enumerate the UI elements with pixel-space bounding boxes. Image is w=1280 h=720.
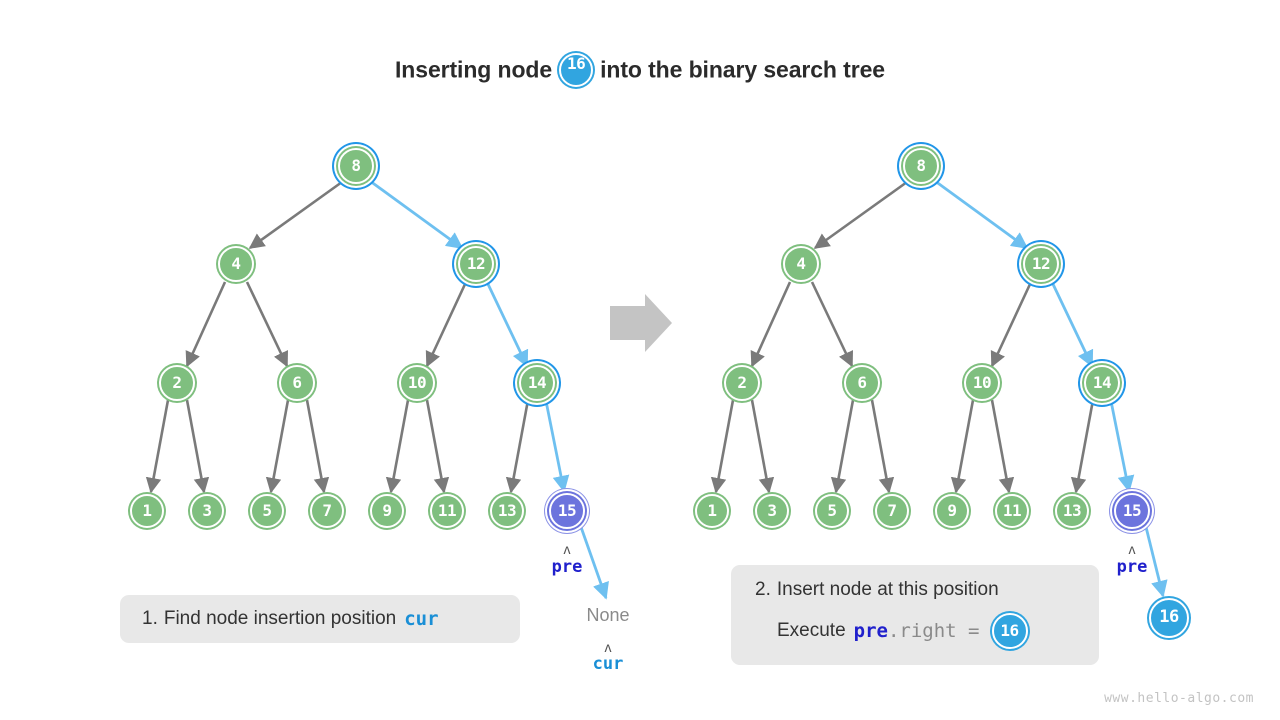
title-suffix: into the binary search tree [600,56,885,83]
tree-node-8-before: 8 [338,148,374,184]
tree-node-9-before: 9 [370,494,404,528]
pointer-label-cur-before: cur [592,654,624,674]
none-label-before: None [586,605,630,625]
pointer-caret-icon: ʌ [1128,541,1136,557]
tree-node-16-after: 16 [1149,598,1189,638]
tree-node-10-after: 10 [964,365,1000,401]
pointer-label-pre-after: pre [1116,557,1148,577]
tree-node-3-after: 3 [755,494,789,528]
tree-node-label: 6 [857,372,867,392]
caption-1-cur: cur [404,608,439,630]
caption-box-insert-node: 2. Insert node at this position Execute … [731,565,1099,665]
tree-node-7-before: 7 [310,494,344,528]
tree-node-2-before: 2 [159,365,195,401]
tree-node-label: 11 [437,500,457,520]
tree-node-1-before: 1 [130,494,164,528]
tree-node-1-after: 1 [695,494,729,528]
tree-node-5-before: 5 [250,494,284,528]
tree-node-label: 6 [292,372,302,392]
tree-node-label: 13 [497,500,517,520]
tree-node-11-after: 11 [995,494,1029,528]
tree-node-12-after: 12 [1023,246,1059,282]
tree-node-label: 8 [351,155,361,175]
tree-node-label: 16 [1159,607,1179,627]
tree-node-14-after: 14 [1084,365,1120,401]
tree-node-10-before: 10 [399,365,435,401]
transition-arrow-icon [610,294,672,352]
tree-node-label: 5 [262,500,272,520]
tree-node-label: 4 [231,253,241,273]
tree-node-8-after: 8 [903,148,939,184]
tree-node-label: 13 [1062,500,1082,520]
tree-node-4-before: 4 [218,246,254,282]
tree-node-13-before: 13 [490,494,524,528]
tree-node-label: 14 [1092,372,1112,392]
tree-node-label: 3 [202,500,212,520]
tree-node-label: 7 [322,500,332,520]
tree-node-6-after: 6 [844,365,880,401]
tree-node-14-before: 14 [519,365,555,401]
tree-node-6-before: 6 [279,365,315,401]
tree-node-label: 1 [142,500,152,520]
tree-node-label: 15 [1122,500,1142,520]
tree-node-2-after: 2 [724,365,760,401]
watermark: www.hello-algo.com [1104,691,1254,706]
tree-node-label: 1 [707,500,717,520]
caption-1-text: Find node insertion position [163,608,397,629]
tree-node-label: 8 [916,155,926,175]
caption-2-execute: Execute [777,620,846,641]
tree-node-9-after: 9 [935,494,969,528]
tree-node-label: 10 [407,372,427,392]
pointer-label-pre-before: pre [551,557,583,577]
tree-node-5-after: 5 [815,494,849,528]
caption-2-index: 2. [755,579,771,600]
tree-node-7-after: 7 [875,494,909,528]
tree-node-15-after: 15 [1114,493,1150,529]
tree-node-label: 10 [972,372,992,392]
tree-node-label: 2 [172,372,182,392]
caption-2-pre: pre [853,620,888,642]
pointer-caret-icon: ʌ [604,639,612,655]
tree-node-label: 11 [1002,500,1022,520]
tree-node-label: 3 [767,500,777,520]
tree-node-label: 15 [557,500,577,520]
pointer-caret-icon: ʌ [563,541,571,557]
tree-node-15-before: 15 [549,493,585,529]
tree-node-label: 2 [737,372,747,392]
caption-1-index: 1. [142,608,158,629]
tree-node-label: 14 [527,372,547,392]
caption-box-find-position: 1. Find node insertion position cur [120,595,520,643]
tree-node-4-after: 4 [783,246,819,282]
tree-node-label: 12 [1031,253,1051,273]
tree-node-12-before: 12 [458,246,494,282]
tree-node-13-after: 13 [1055,494,1089,528]
tree-node-11-before: 11 [430,494,464,528]
tree-node-label: 4 [796,253,806,273]
tree-node-label: 5 [827,500,837,520]
caption-2-line1: Insert node at this position [776,579,999,600]
tree-node-label: 9 [947,500,957,520]
tree-node-3-before: 3 [190,494,224,528]
caption-2-code: .right = [887,620,980,642]
tree-node-label: 12 [466,253,486,273]
tree-node-label: 9 [382,500,392,520]
caption-2-node-16: 16 [991,613,1028,649]
title-prefix: Inserting node [395,56,553,83]
title-node-16: 16 [559,53,594,87]
tree-node-label: 7 [887,500,897,520]
